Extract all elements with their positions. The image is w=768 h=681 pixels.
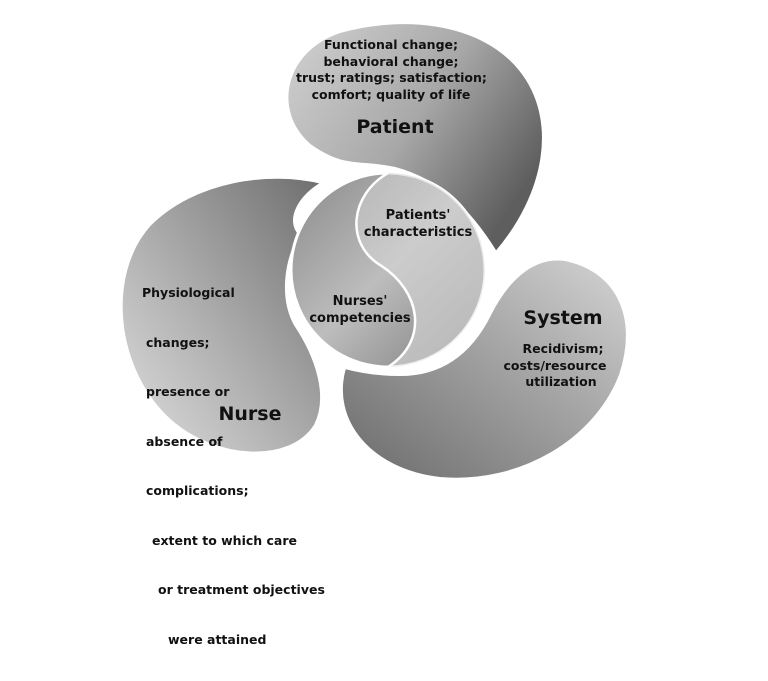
patient-outcome-line: behavioral change;: [323, 53, 459, 69]
patient-outcome-line: trust; ratings; satisfaction;: [296, 70, 487, 85]
nurse-title: Nurse: [218, 403, 282, 425]
center-nurses-line: competencies: [309, 311, 411, 326]
diagram-graphics: [120, 22, 628, 480]
system-title: System: [523, 307, 603, 329]
center-nurses-line: Nurses': [332, 294, 388, 309]
center-patients-line: characteristics: [363, 225, 473, 240]
patient-outcomes-text: Functional change; behavioral change; tr…: [296, 37, 487, 103]
center-patients-line: Patients': [385, 208, 451, 223]
system-outcomes-text: Recidivism; costs/resource utilization: [490, 341, 620, 391]
nurse-outcome-line: extent to which care: [152, 532, 298, 548]
system-outcome-line: costs/resource: [503, 357, 607, 373]
system-lobe: [340, 258, 628, 480]
nurse-outcome-line: changes;: [146, 334, 210, 350]
nurse-outcome-line: or treatment objectives: [158, 582, 325, 597]
nurse-outcome-line: were attained: [168, 631, 267, 647]
nurse-outcomes-text: Physiological changes; presence or absen…: [138, 252, 325, 681]
center-divider-curve: [355, 171, 417, 369]
center-patients-half: [356, 173, 485, 367]
system-outcome-line: utilization: [525, 374, 597, 389]
patient-title: Patient: [356, 116, 434, 138]
nurses-competencies-text: Nurses' competencies: [300, 293, 420, 327]
patient-lobe: [286, 22, 544, 254]
patient-outcome-line: comfort; quality of life: [311, 86, 471, 102]
nurse-outcome-line: presence or: [146, 384, 230, 399]
nurse-outcome-line: absence of: [146, 433, 223, 449]
outcomes-model-diagram: Functional change; behavioral change; tr…: [120, 22, 628, 647]
system-outcome-line: Recidivism;: [522, 341, 604, 356]
nurse-outcome-line: complications;: [146, 483, 249, 498]
patients-characteristics-text: Patients' characteristics: [358, 207, 478, 241]
patient-outcome-line: Functional change;: [323, 37, 458, 52]
nurse-outcome-line: Physiological: [142, 285, 235, 300]
